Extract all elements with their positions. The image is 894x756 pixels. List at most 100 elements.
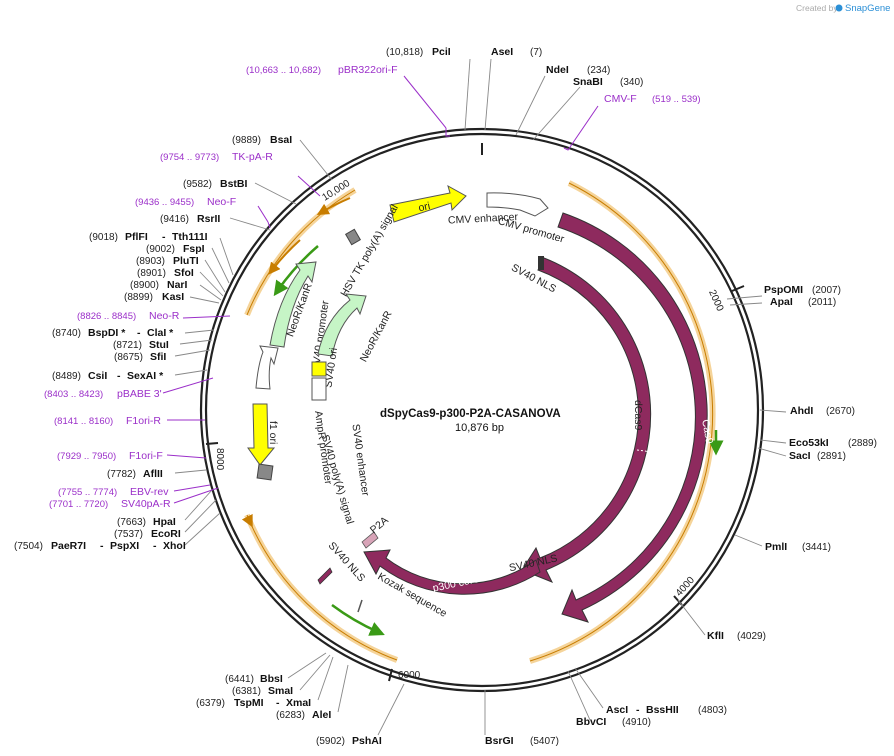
kozak-marker bbox=[357, 599, 363, 613]
site-asci[interactable]: AscI bbox=[606, 704, 628, 716]
site-bsrgi[interactable]: BsrGI bbox=[485, 735, 514, 747]
site-hpai[interactable]: HpaI bbox=[153, 516, 176, 528]
site-smai[interactable]: SmaI bbox=[268, 685, 293, 697]
site-sexai[interactable]: SexAI * bbox=[127, 370, 164, 382]
hsv-tk-label: HSV TK poly(A) signal bbox=[338, 203, 401, 299]
site-paer7i[interactable]: PaeR7I bbox=[51, 540, 86, 552]
primer-pbr322ori-f[interactable]: pBR322ori-F bbox=[338, 64, 398, 76]
site-nari[interactable]: NarI bbox=[167, 279, 188, 291]
plasmid-name: dSpyCas9-p300-P2A-CASANOVA bbox=[380, 408, 561, 420]
primer-range-sv40pa-r: (7701 .. 7720) bbox=[49, 499, 108, 510]
neo-kanr-arrow-outer bbox=[269, 261, 317, 348]
orf-arrow-upper-left-2 bbox=[268, 239, 301, 275]
site-kfli[interactable]: KflI bbox=[707, 630, 724, 642]
svg-text:-: - bbox=[276, 697, 280, 709]
site-pos-stui: (8721) bbox=[113, 340, 142, 351]
orf-band-upper-left-edge bbox=[246, 189, 356, 316]
site-ndei[interactable]: NdeI bbox=[546, 64, 569, 76]
primer-range-neo-r: (8826 .. 8845) bbox=[77, 311, 136, 322]
orf-band-lower-left-edge bbox=[246, 514, 398, 661]
site-bstbi[interactable]: BstBI bbox=[220, 178, 248, 190]
tick-6000: 6000 bbox=[398, 670, 421, 681]
primer-range-tk-pa-r: (9754 .. 9773) bbox=[160, 152, 219, 163]
site-pos-bspdi: (8740) bbox=[52, 328, 81, 339]
site-pos-bsrgi: (5407) bbox=[530, 736, 559, 747]
site-xhoi[interactable]: XhoI bbox=[163, 540, 186, 552]
site-tspmi[interactable]: TspMI bbox=[234, 697, 264, 709]
primer-ebv-rev[interactable]: EBV-rev bbox=[130, 486, 169, 498]
enzyme-leader-lines bbox=[174, 58, 787, 736]
site-pos-bbsi: (6441) bbox=[225, 674, 254, 685]
site-bspdi[interactable]: BspDI * bbox=[88, 327, 126, 339]
site-bbvci[interactable]: BbvCI bbox=[576, 716, 606, 728]
site-asei[interactable]: AseI bbox=[491, 46, 513, 58]
primer-neo-f[interactable]: Neo-F bbox=[207, 196, 236, 208]
site-pmli[interactable]: PmlI bbox=[765, 541, 787, 553]
site-aflii[interactable]: AflII bbox=[143, 468, 163, 480]
site-pos-aflii: (7782) bbox=[107, 469, 136, 480]
site-pcii[interactable]: PciI bbox=[432, 46, 451, 58]
site-apai[interactable]: ApaI bbox=[770, 296, 793, 308]
site-stui[interactable]: StuI bbox=[149, 339, 169, 351]
site-pos-hpai: (7663) bbox=[117, 517, 146, 528]
plasmid-length: 10,876 bp bbox=[455, 422, 504, 434]
primer-range-f1ori-f: (7929 .. 7950) bbox=[57, 451, 116, 462]
site-kasi[interactable]: KasI bbox=[162, 291, 184, 303]
primer-cmv-f[interactable]: CMV-F bbox=[604, 93, 637, 105]
sv40-promoter-arrow bbox=[255, 345, 279, 390]
p2a-marker bbox=[361, 531, 379, 549]
p2a-label: P2A bbox=[368, 514, 391, 536]
site-sfoi[interactable]: SfoI bbox=[174, 267, 194, 279]
site-tth111i[interactable]: Tth111I bbox=[172, 231, 208, 243]
site-fspi[interactable]: FspI bbox=[183, 243, 205, 255]
site-xmai[interactable]: XmaI bbox=[286, 697, 311, 709]
site-rsrii[interactable]: RsrII bbox=[197, 213, 220, 225]
site-pos-ahdi: (2670) bbox=[826, 406, 855, 417]
primer-sv40pa-r[interactable]: SV40pA-R bbox=[121, 498, 171, 510]
ori-label: ori bbox=[417, 200, 431, 214]
site-saci[interactable]: SacI bbox=[789, 450, 811, 462]
site-pos-pspomi: (2007) bbox=[812, 285, 841, 296]
site-ecori[interactable]: EcoRI bbox=[151, 528, 181, 540]
site-bsai[interactable]: BsaI bbox=[270, 134, 292, 146]
primer-pbabe3[interactable]: pBABE 3' bbox=[117, 388, 162, 400]
primer-neo-r[interactable]: Neo-R bbox=[149, 310, 180, 322]
site-pluti[interactable]: PluTI bbox=[173, 255, 199, 267]
site-pshai[interactable]: PshAI bbox=[352, 735, 382, 747]
neo-kanr-arrow-inner bbox=[317, 293, 367, 357]
snapgene-logo-icon bbox=[835, 4, 843, 12]
sv40-ori-label: SV40 ori bbox=[323, 347, 340, 389]
f1-ori-label: f1 ori bbox=[267, 421, 279, 444]
site-pos-pflfi: (9018) bbox=[89, 232, 118, 243]
sv40-nls-marker-top bbox=[538, 256, 544, 270]
site-ahdi[interactable]: AhdI bbox=[790, 405, 813, 417]
orf-arrow-bottom bbox=[331, 603, 385, 636]
site-pspomi[interactable]: PspOMI bbox=[764, 284, 803, 296]
site-pos-fspi: (9002) bbox=[146, 244, 175, 255]
primer-f1ori-f[interactable]: F1ori-F bbox=[129, 450, 163, 462]
site-sfii[interactable]: SfiI bbox=[150, 351, 166, 363]
site-pos-paer7i: (7504) bbox=[14, 541, 43, 552]
site-bsshii[interactable]: BssHII bbox=[646, 704, 679, 716]
svg-text:-: - bbox=[137, 327, 141, 339]
site-csii[interactable]: CsiI bbox=[88, 370, 107, 382]
site-pos-alei: (6283) bbox=[276, 710, 305, 721]
primer-range-cmv-f: (519 .. 539) bbox=[652, 94, 701, 105]
site-pos-eco53ki: (2889) bbox=[848, 438, 877, 449]
primer-leader-lines bbox=[162, 75, 599, 504]
neo-kanr-label-inner: NeoR/KanR bbox=[358, 309, 395, 364]
site-pspxi[interactable]: PspXI bbox=[110, 540, 139, 552]
site-snabi[interactable]: SnaBI bbox=[573, 76, 603, 88]
site-pos-bstbi: (9582) bbox=[183, 179, 212, 190]
backbone-inner-ring bbox=[204, 132, 760, 688]
site-pos-pmli: (3441) bbox=[802, 542, 831, 553]
site-bbsi[interactable]: BbsI bbox=[260, 673, 283, 685]
site-alei[interactable]: AleI bbox=[312, 709, 331, 721]
site-pflfi[interactable]: PflFI bbox=[125, 231, 148, 243]
primer-f1ori-r[interactable]: F1ori-R bbox=[126, 415, 161, 427]
site-clai[interactable]: ClaI * bbox=[147, 327, 174, 339]
primer-tk-pa-r[interactable]: TK-pA-R bbox=[232, 151, 273, 163]
site-eco53ki[interactable]: Eco53kI bbox=[789, 437, 829, 449]
primer-range-pbabe3: (8403 .. 8423) bbox=[44, 389, 103, 400]
